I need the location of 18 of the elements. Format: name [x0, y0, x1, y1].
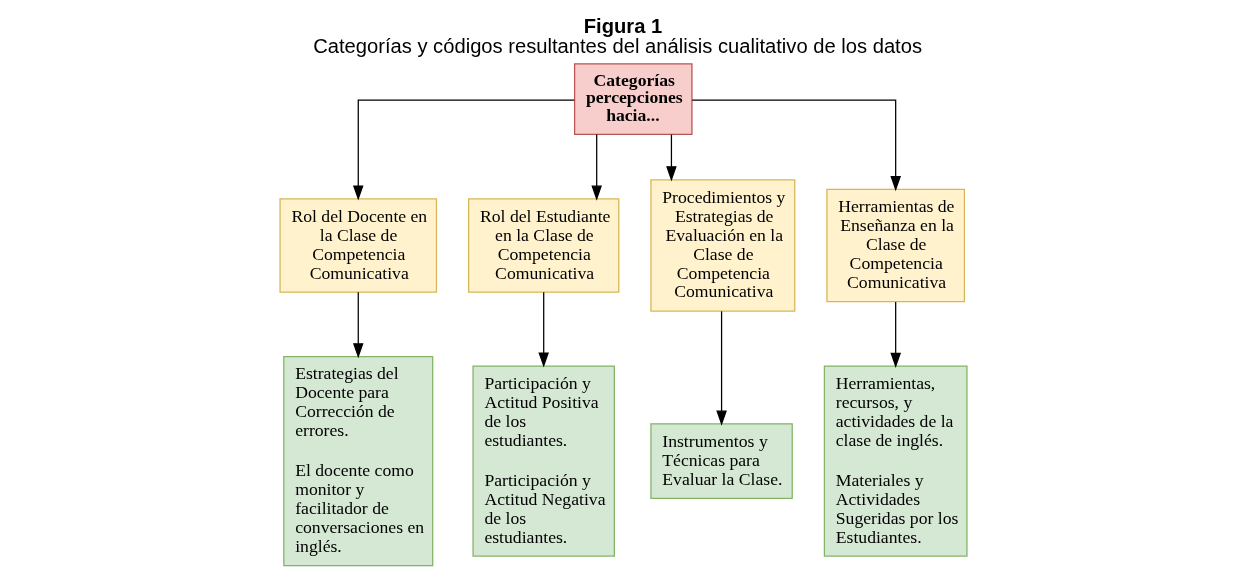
node-box: Categorías percepciones hacia... — [573, 63, 693, 136]
node-box: Procedimientos y Estrategias de Evaluación en la Clase de Competencia Comunicativa — [649, 179, 795, 312]
node-box: Herramientas de Enseñanza en la Clase de Competencia Comunicativa — [825, 188, 965, 303]
arrow — [352, 291, 364, 359]
arrow — [590, 133, 602, 201]
node-box: Rol del Estudiante en la Clase de Competencia Comunicativa — [467, 198, 619, 293]
node-box: Instrumentos y Técnicas para Evaluar la Clase. — [649, 423, 793, 499]
node-box: Herramientas, recursos, y actividades de la clase de inglés. Materiales y Actividades Sugeridas por los Estudiantes. — [823, 365, 968, 557]
node-box: Estrategias del Docente para Corrección de errores. El docente como monitor y facilitador de conversaciones en inglés. — [282, 356, 433, 567]
arrow — [715, 310, 727, 426]
arrow — [537, 291, 549, 368]
diagram-title: Figura 1 — [583, 15, 662, 38]
node-box: Participación y Actitud Positiva de los estudiantes. Participación y Actitud Negativa de los estudiantes. — [471, 365, 615, 557]
arrow — [352, 99, 575, 201]
arrow — [691, 99, 901, 192]
node-box: Rol del Docente en la Clase de Competencia Comunicativa — [278, 198, 437, 293]
arrow — [665, 133, 677, 182]
arrow — [889, 301, 901, 368]
